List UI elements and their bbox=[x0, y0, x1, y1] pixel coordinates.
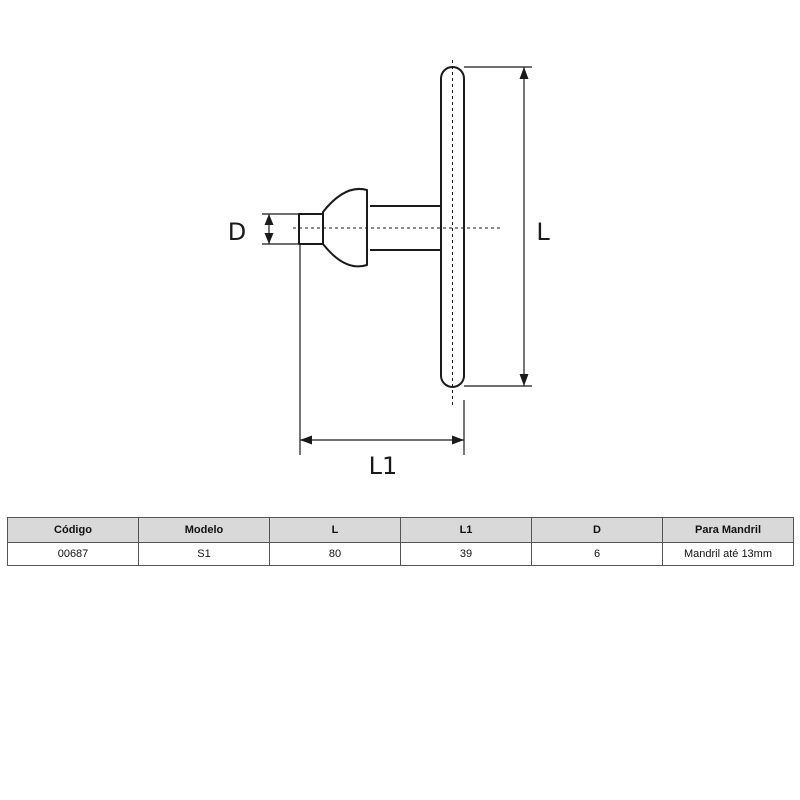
header-para-mandril: Para Mandril bbox=[662, 517, 794, 543]
spec-table: Código Modelo L L1 D Para Mandril 00687 … bbox=[7, 517, 794, 566]
dim-l1-arrow-left bbox=[300, 435, 312, 445]
dim-l1-arrow-right bbox=[452, 435, 464, 445]
pilot-tip bbox=[298, 213, 324, 245]
header-modelo: Modelo bbox=[138, 517, 270, 543]
header-codigo: Código bbox=[7, 517, 139, 543]
cell-modelo: S1 bbox=[138, 542, 270, 566]
cell-d: 6 bbox=[531, 542, 663, 566]
table-header-row: Código Modelo L L1 D Para Mandril bbox=[7, 517, 794, 543]
dim-d-arrow-bottom bbox=[264, 233, 274, 244]
dim-d-label: D bbox=[228, 218, 246, 246]
conical-head bbox=[322, 188, 368, 268]
cell-l1: 39 bbox=[400, 542, 532, 566]
dim-l1-label: L1 bbox=[369, 452, 398, 480]
cell-l: 80 bbox=[269, 542, 401, 566]
dim-d-arrow-top bbox=[264, 214, 274, 225]
dim-l-arrow-top bbox=[519, 67, 529, 79]
cell-codigo: 00687 bbox=[7, 542, 139, 566]
shaft bbox=[370, 205, 441, 251]
header-l: L bbox=[269, 517, 401, 543]
chuck-key-drawing: D L L1 bbox=[228, 60, 550, 480]
dim-l-arrow-bottom bbox=[519, 374, 529, 386]
dim-l-label: L bbox=[536, 218, 550, 246]
table-row: 00687 S1 80 39 6 Mandril até 13mm bbox=[7, 542, 794, 566]
header-d: D bbox=[531, 517, 663, 543]
cell-para-mandril: Mandril até 13mm bbox=[662, 542, 794, 566]
header-l1: L1 bbox=[400, 517, 532, 543]
